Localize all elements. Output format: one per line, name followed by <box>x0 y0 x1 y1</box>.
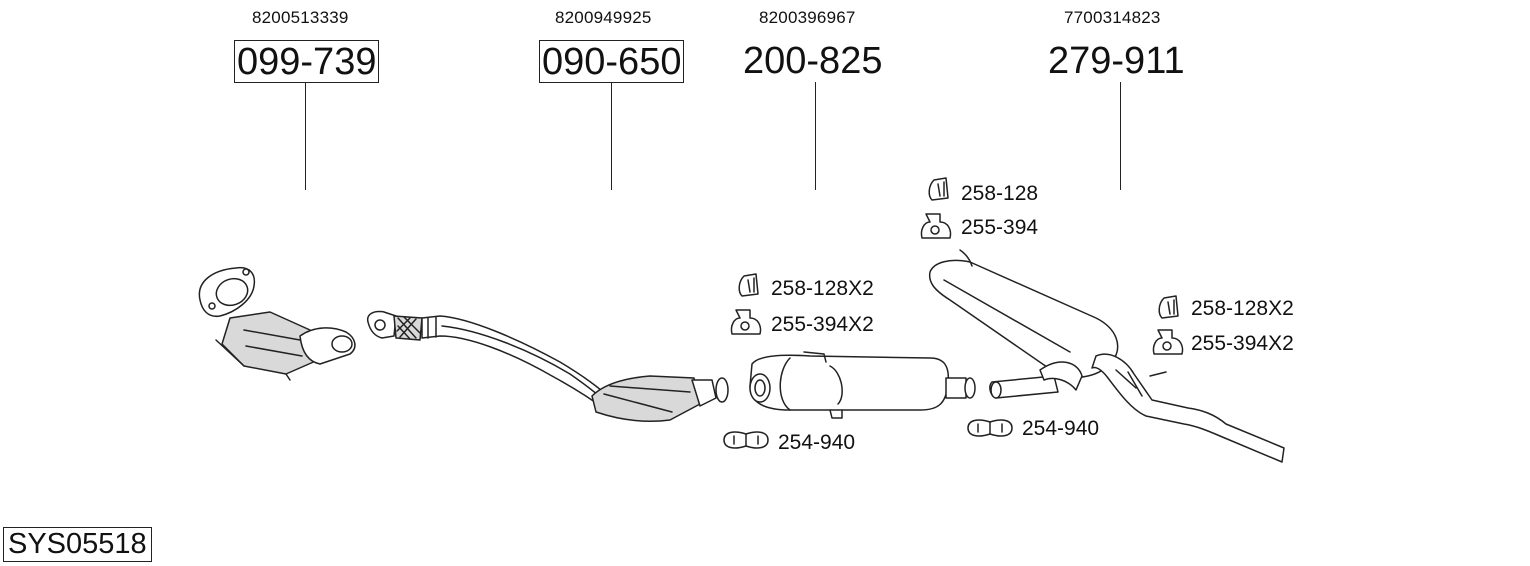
bracket-icon-mid <box>730 309 762 335</box>
oem-number-1: 8200513339 <box>252 8 349 27</box>
clamp-icon-1 <box>723 431 769 449</box>
rear-silencer-part[interactable] <box>928 249 1285 463</box>
leader-line-4 <box>1120 82 1121 190</box>
part-number-3[interactable]: 200-825 <box>743 40 883 82</box>
part-number-1[interactable]: 099-739 <box>234 40 380 83</box>
rubber-mount-icon-tail <box>1158 295 1179 319</box>
label-rubber-mount-tail[interactable]: 258-128X2 <box>1191 297 1294 320</box>
front-catalyst-part[interactable] <box>198 266 356 381</box>
label-rubber-mount-rear[interactable]: 258-128 <box>961 182 1039 205</box>
middle-silencer-part[interactable] <box>749 351 976 419</box>
rubber-mount-icon-rear <box>928 177 949 201</box>
system-code: SYS05518 <box>3 527 152 562</box>
label-clamp-2[interactable]: 254-940 <box>1022 417 1100 440</box>
part-number-2[interactable]: 090-650 <box>539 40 685 83</box>
rubber-mount-icon-mid <box>738 273 759 297</box>
label-rubber-mount-mid[interactable]: 258-128X2 <box>771 277 874 300</box>
bracket-icon-tail <box>1152 329 1184 355</box>
clamp-icon-2 <box>967 419 1013 437</box>
leader-line-1 <box>305 82 306 190</box>
label-bracket-mid[interactable]: 255-394X2 <box>771 313 874 336</box>
part-number-4[interactable]: 279-911 <box>1048 40 1185 82</box>
front-pipe-part[interactable] <box>366 310 729 423</box>
oem-number-4: 7700314823 <box>1064 8 1161 27</box>
leader-line-2 <box>611 82 612 190</box>
label-bracket-tail[interactable]: 255-394X2 <box>1191 332 1294 355</box>
oem-number-3: 8200396967 <box>759 8 856 27</box>
leader-line-3 <box>815 82 816 190</box>
oem-number-2: 8200949925 <box>555 8 652 27</box>
label-bracket-rear[interactable]: 255-394 <box>961 216 1039 239</box>
label-clamp-1[interactable]: 254-940 <box>778 431 856 454</box>
bracket-icon-rear <box>920 213 952 239</box>
